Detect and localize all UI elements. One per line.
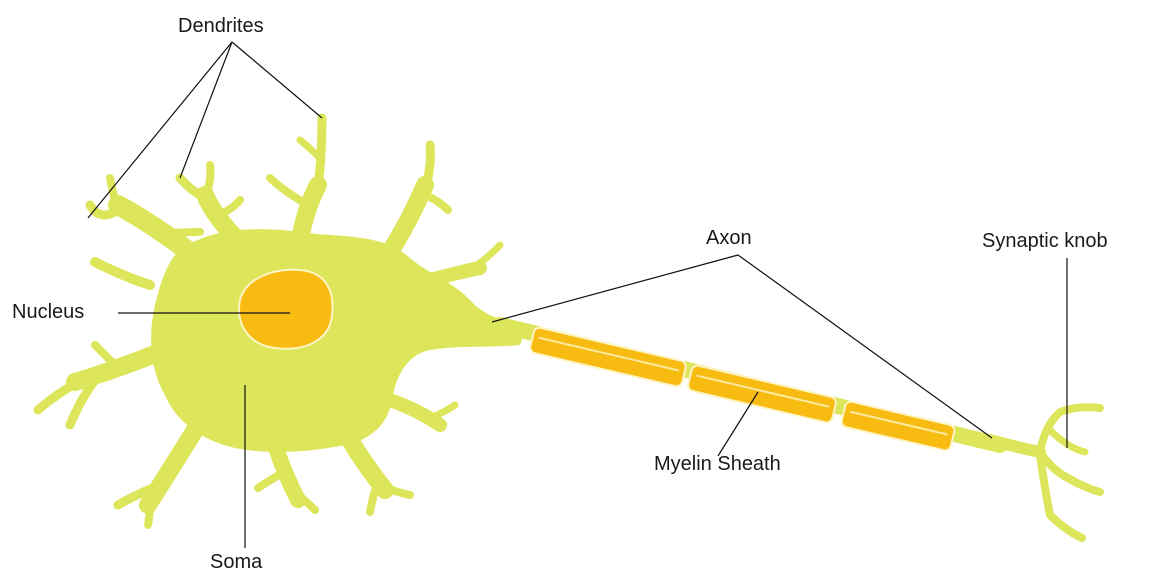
dendrite-branch [38,382,78,410]
label-synaptic-knob: Synaptic knob [982,231,1108,251]
myelin-segment [687,364,837,423]
dendrite-branch [148,430,195,505]
leader-line-axon-left [492,255,738,322]
neuron-body-group [38,118,1108,545]
label-nucleus: Nucleus [12,302,84,322]
dendrite-branch [270,178,308,205]
dendrite-branch [390,400,440,425]
label-soma: Soma [210,552,262,572]
synaptic-terminals-group [1040,402,1108,545]
nucleus-shape [239,270,332,349]
dendrite-branch [300,185,318,240]
myelin-segment [841,401,956,452]
label-axon: Axon [706,228,752,248]
dendrite-branch [390,185,425,252]
label-myelin-sheath: Myelin Sheath [654,454,781,474]
terminal-branch [1040,452,1100,492]
myelin-sheath-group [529,327,955,452]
dendrite-branch [425,145,430,190]
dendrite-branch [425,195,448,210]
dendrite-branch [430,405,455,418]
dendrite-branch [155,232,200,235]
dendrite-branch [95,262,150,285]
leader-line-dendrites-middle [180,42,232,178]
myelin-segment [529,327,687,388]
dendrite-branch [205,165,210,198]
dendrite-branch [148,500,150,525]
leader-line-dendrites-right [232,42,322,118]
terminal-branch [1040,455,1082,538]
label-dendrites: Dendrites [178,16,264,36]
